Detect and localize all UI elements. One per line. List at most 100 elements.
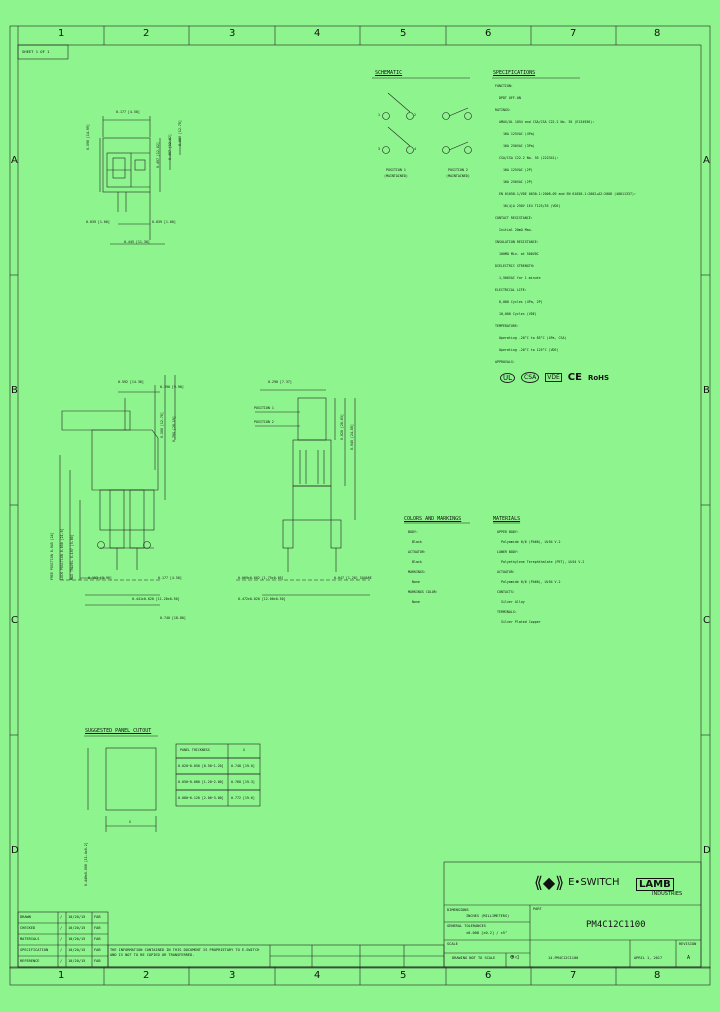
revision-cell: SPECIFICATION bbox=[20, 948, 49, 952]
panel-table-cell: 0.020~0.050 [0.50~1.20] bbox=[178, 764, 224, 768]
text-line: 16A 250VAC (2P) bbox=[495, 180, 533, 184]
revision-cell: / bbox=[60, 959, 63, 963]
dim-label: 0.945 [24.00] bbox=[350, 424, 354, 450]
colors-markings-title: COLORS AND MARKINGS bbox=[404, 516, 462, 522]
text-line: ACTUATOR: bbox=[497, 570, 515, 574]
drawing-date: APRIL 1, 2017 bbox=[634, 956, 663, 960]
zone-label-top: 5 bbox=[400, 28, 407, 39]
text-line: LOWER BODY: bbox=[497, 550, 519, 554]
revision-cell: FAB bbox=[94, 926, 101, 930]
terminal-label: 3 bbox=[378, 147, 380, 151]
schematic-title: SCHEMATIC bbox=[375, 70, 403, 76]
zone-label-side: A bbox=[703, 155, 710, 166]
dim-label: 0.445 [11.30] bbox=[124, 240, 150, 244]
zone-label-side: A bbox=[11, 155, 18, 166]
revision-cell: REFERENCE bbox=[20, 959, 40, 963]
zone-label-side: B bbox=[11, 385, 18, 396]
panel-cutout-title: SUGGESTED PANEL CUTOUT bbox=[85, 728, 152, 734]
text-line: DIELECTRIC STRENGTH: bbox=[495, 264, 535, 268]
schematic-pos2: POSITION 2 bbox=[448, 168, 468, 172]
revision-cell: MATERIALS bbox=[20, 937, 40, 941]
dim-label: 0.500 [12.70] bbox=[178, 120, 182, 146]
position-label: POSITION 1 bbox=[254, 406, 274, 410]
travel-label: MAX TRAVEL 0.197 [5.00] bbox=[70, 534, 74, 580]
terminal-label: 2 bbox=[414, 113, 416, 117]
text-line: AMAX/UL 1054 and CSA/CSA C22.2 No. 55 (E… bbox=[495, 120, 595, 124]
lamb-logo: LAMB INDUSTRIES bbox=[636, 872, 682, 897]
zone-label-bottom: 3 bbox=[229, 970, 236, 981]
dim-label: 0.047 [1.20] SQUARE bbox=[334, 576, 372, 580]
text-line: Black bbox=[408, 540, 422, 544]
revision-cell: 10/20/15 bbox=[68, 926, 86, 930]
text-line: 100MΩ Min. at 500VDC bbox=[495, 252, 539, 256]
panel-table-header: PANEL THICKNESS bbox=[180, 748, 210, 752]
text-line: None bbox=[408, 580, 420, 584]
text-line: None bbox=[408, 600, 420, 604]
travel-label: FREE POSITION 0.945 [24] bbox=[50, 532, 54, 580]
text-line: UPPER BODY: bbox=[497, 530, 519, 534]
terminal-label: 1 bbox=[378, 113, 380, 117]
text-line: MARKINGS COLOR: bbox=[408, 590, 438, 594]
panel-table-cell: 0.080~0.120 [2.00~3.00] bbox=[178, 796, 224, 800]
revision-cell: FAB bbox=[94, 948, 101, 952]
scale-value: DRAWING NOT TO SCALE bbox=[452, 956, 496, 960]
dim-label: 0.039 [1.00] bbox=[152, 220, 176, 224]
zone-label-bottom: 8 bbox=[654, 970, 661, 981]
dim-label: 0.177 [4.50] bbox=[116, 110, 140, 114]
zone-label-top: 1 bbox=[58, 28, 65, 39]
revision-cell: / bbox=[60, 948, 63, 952]
dim-label: 0.820 [20.83] bbox=[340, 414, 344, 440]
schematic-pos1: POSITION 1 bbox=[386, 168, 406, 172]
zone-label-top: 7 bbox=[570, 28, 577, 39]
ce-mark-icon: CE bbox=[567, 372, 582, 383]
eswitch-logo: ⟪◆⟫ E•SWITCH bbox=[534, 868, 626, 896]
part-number: PM4C12C1100 bbox=[586, 920, 646, 930]
tolerances-value: ±0.008 [±0.2] / ±5° bbox=[466, 931, 508, 935]
text-line: TERMINALS: bbox=[497, 610, 517, 614]
revision-cell: / bbox=[60, 937, 63, 941]
revision-cell: FAB bbox=[94, 959, 101, 963]
panel-table-cell: 0.050~0.080 [1.20~2.00] bbox=[178, 780, 224, 784]
part-label: PART bbox=[533, 907, 542, 911]
lamb-logo-text: LAMB bbox=[636, 878, 674, 891]
zone-label-side: C bbox=[11, 615, 18, 626]
schematic-pos1-sub: (MAINTAINED) bbox=[384, 174, 408, 178]
text-line: Operating -20°C to 125°C (VDE) bbox=[495, 348, 559, 352]
revision-cell: CHECKED bbox=[20, 926, 36, 930]
text-line: APPROVALS: bbox=[495, 360, 515, 364]
dim-label: 0.039 [1.00] bbox=[86, 220, 110, 224]
dimensions-label: DIMENSIONS bbox=[447, 908, 469, 912]
text-line: EN 61058-1/VDE 0630-1:2008-09 and EN 610… bbox=[495, 192, 636, 196]
revision-cell: 10/20/15 bbox=[68, 915, 86, 919]
text-line: Black bbox=[408, 560, 422, 564]
text-line: 16A 250VAC (3Pa) bbox=[495, 144, 535, 148]
rev-value: A bbox=[687, 955, 691, 961]
text-line: FUNCTION: bbox=[495, 84, 513, 88]
rohs-mark-icon: RoHS bbox=[587, 373, 610, 382]
revision-cell: DRAWN bbox=[20, 915, 31, 919]
panel-table-cell: 0.772 [19.6] bbox=[231, 796, 255, 800]
dim-label: 0.390 [9.90] bbox=[160, 385, 184, 389]
terminal-label: 4 bbox=[414, 147, 416, 151]
dim-label: 0.177 [4.50] bbox=[158, 576, 182, 580]
text-line: 6,000 Cycles (4Pa, 2P) bbox=[495, 300, 543, 304]
text-line: RATINGS: bbox=[495, 108, 511, 112]
csa-mark-icon: CSA bbox=[521, 372, 540, 383]
dim-label: 0.472±0.020 [12.00±0.50] bbox=[238, 597, 286, 601]
revision-cell: FAB bbox=[94, 937, 101, 941]
zone-label-bottom: 1 bbox=[58, 970, 65, 981]
dimensions-value: INCHES (MILLIMETERS) bbox=[466, 914, 510, 918]
zone-label-top: 4 bbox=[314, 28, 321, 39]
zone-label-bottom: 7 bbox=[570, 970, 577, 981]
text-line: DPDT OFF-ON bbox=[495, 96, 521, 100]
dim-label: 0.500 [12.70] bbox=[160, 412, 164, 438]
ul-mark-icon: UL bbox=[500, 372, 516, 383]
text-line: CSA/CSA C22.2 No. 55 (222341): bbox=[495, 156, 559, 160]
revision-cell: 10/20/15 bbox=[68, 937, 86, 941]
eswitch-logo-text: E•SWITCH bbox=[568, 876, 620, 888]
text-line: Initial 20mΩ Max. bbox=[495, 228, 533, 232]
revision-cell: FAB bbox=[94, 915, 101, 919]
travel-label: LOCK POSITION 0.850 [21.6] bbox=[60, 528, 64, 580]
text-line: CONTACT RESISTANCE: bbox=[495, 216, 533, 220]
